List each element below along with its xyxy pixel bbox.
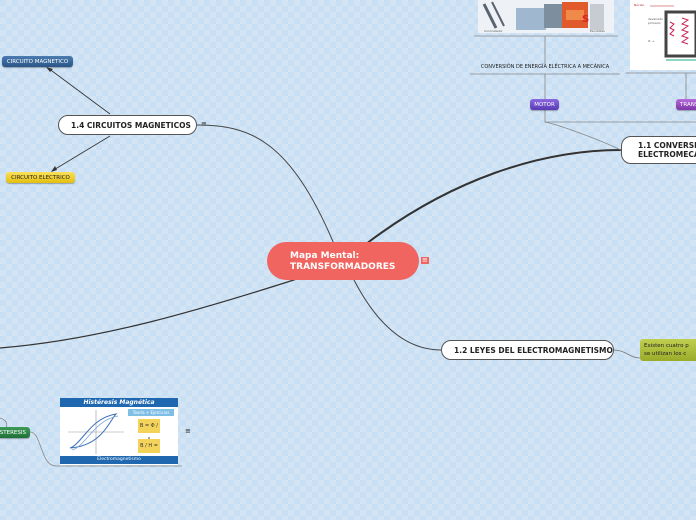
svg-text:Conmutador: Conmutador — [484, 29, 503, 33]
svg-text:S: S — [582, 14, 589, 25]
central-title-line2: TRANSFORMADORES — [290, 262, 396, 272]
link-12-note — [613, 349, 641, 359]
svg-text:I1 →: I1 → — [648, 39, 655, 43]
central-notes-icon[interactable]: ≡ — [421, 256, 429, 264]
hysteresis-loop-graphic — [68, 410, 124, 454]
conversion-image: S Conmutador Escobillas — [478, 0, 614, 33]
conversion-caption[interactable]: CONVERSIÓN DE ENERGÍA ELÉCTRICA A MECÁNI… — [480, 64, 610, 70]
hysteresis-image-footer: Electromagnetismo — [60, 456, 178, 464]
hysteresis-notes-icon[interactable]: ≡ — [185, 427, 191, 435]
link-hist-image — [29, 431, 182, 467]
topic-leyes-electromagnetismo[interactable]: 1.2 LEYES DEL ELECTROMAGNETISMO — [441, 340, 614, 360]
central-title-line1: Mapa Mental: — [290, 251, 360, 261]
topic-circuitos-magneticos[interactable]: 1.4 CIRCUITOS MAGNETICOS — [58, 115, 197, 135]
svg-text:devanado: devanado — [648, 17, 663, 21]
subtopic-histeresis[interactable]: STERESIS — [0, 427, 30, 438]
topic-11-label-line1: 1.1 CONVERSIO — [638, 141, 696, 150]
link-central-14 — [196, 124, 335, 245]
transformer-diagram-image: Núcleo devanado primario I1 → — [630, 0, 696, 70]
link-11-branch — [544, 110, 622, 151]
svg-text:Escobillas: Escobillas — [590, 29, 605, 33]
link-central-11 — [365, 149, 622, 245]
topic-14-label: 1.4 CIRCUITOS MAGNETICOS — [71, 120, 191, 130]
svg-text:Núcleo: Núcleo — [634, 3, 644, 7]
hysteresis-image-tag: Teoría + Ejercicios — [128, 409, 174, 416]
hysteresis-image: Histéresis Magnética Teoría + Ejercicios… — [60, 398, 178, 465]
note-leyes-line2: se utilizan los c — [644, 351, 687, 357]
link-central-left — [0, 277, 301, 349]
svg-text:primario: primario — [648, 21, 661, 25]
subtopic-motor[interactable]: MOTOR — [530, 99, 559, 110]
note-leyes-line1: Existen cuatro p — [644, 343, 689, 349]
topic-11-label-line2: ELECTROMECA — [638, 150, 696, 159]
link-14-magnetico — [47, 67, 111, 115]
subtopic-transformador[interactable]: TRANS — [676, 99, 696, 110]
subtopic-circuito-magnetico[interactable]: CIRCUITO MAGNETICO — [2, 56, 73, 67]
link-14-electrico — [51, 135, 111, 172]
central-topic[interactable]: Mapa Mental: TRANSFORMADORES — [267, 242, 419, 280]
subtopic-circuito-electrico[interactable]: CIRCUITO ELECTRICO — [6, 172, 75, 183]
motor-diagram-image: S Conmutador Escobillas — [478, 0, 614, 33]
topic-conversion-electromecanica[interactable]: 1.1 CONVERSIO ELECTROMECA — [621, 136, 696, 164]
hysteresis-formula-2: B / H = μ₀ — [138, 439, 160, 463]
topic-12-label: 1.2 LEYES DEL ELECTROMAGNETISMO — [454, 345, 613, 355]
hysteresis-image-title: Histéresis Magnética — [60, 398, 178, 407]
link-central-12 — [353, 279, 442, 351]
topic-14-notes-icon[interactable]: ≡ — [201, 120, 207, 128]
note-leyes[interactable]: Existen cuatro p se utilizan los c — [640, 339, 696, 361]
hysteresis-formula-1: B = Φ / A — [138, 419, 160, 443]
